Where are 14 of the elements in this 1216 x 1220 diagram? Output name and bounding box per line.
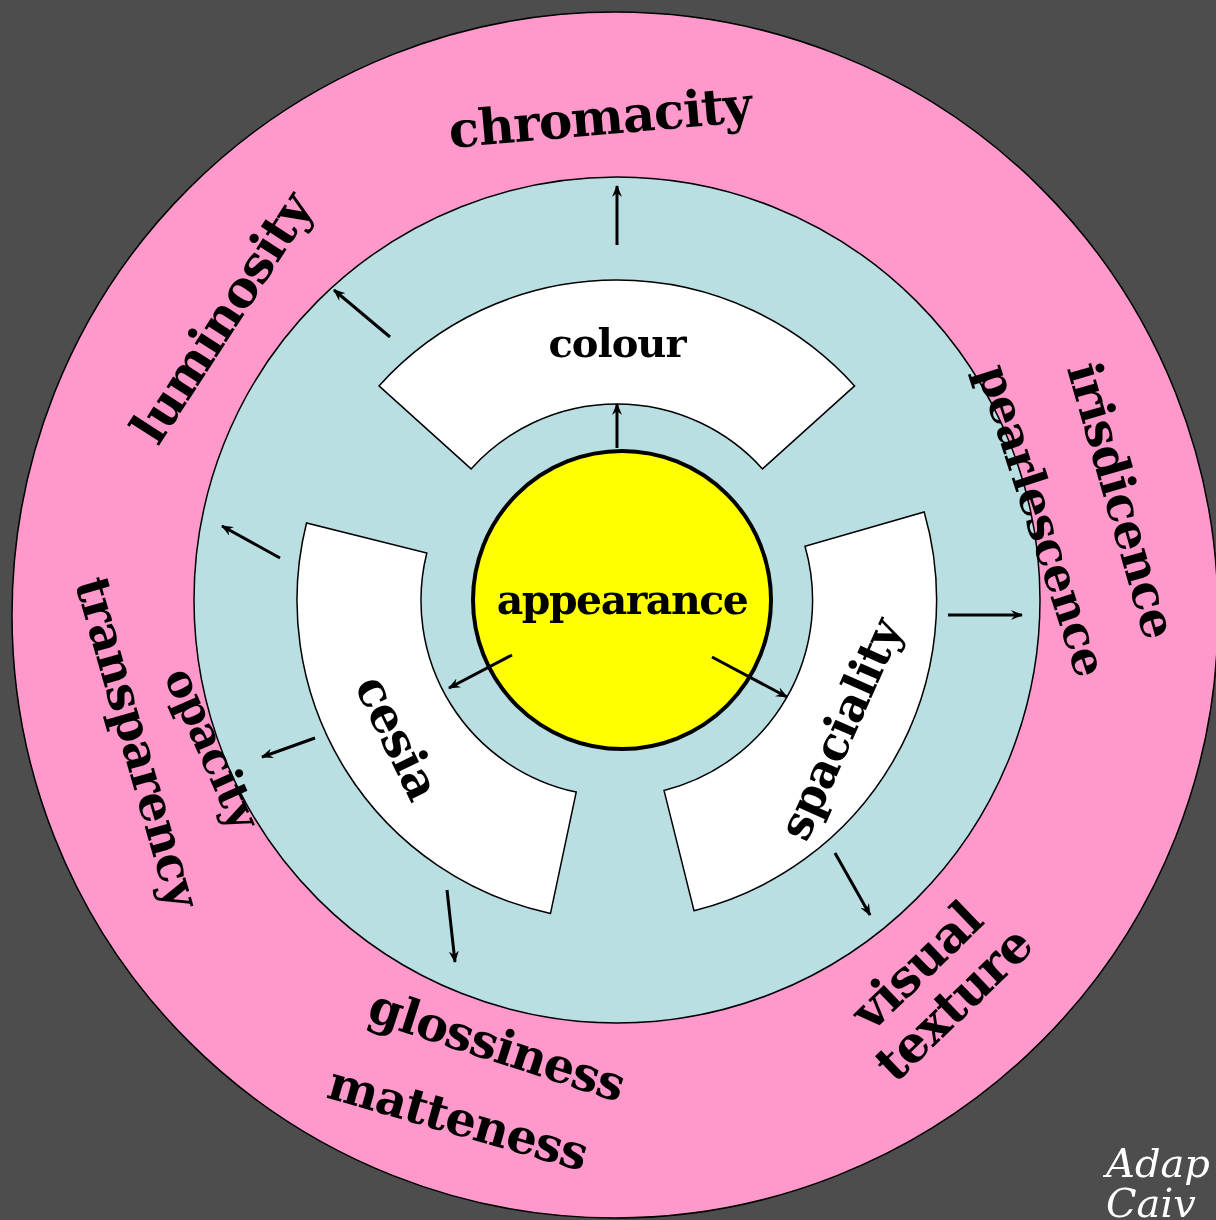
attribute-label: chromacity: [446, 78, 754, 158]
arrow: [448, 653, 513, 690]
arrow: [612, 403, 622, 448]
center-label: appearance: [496, 576, 748, 624]
arrow: [711, 655, 788, 699]
arrow: [833, 852, 872, 916]
arrow: [221, 524, 281, 560]
arrow: [333, 288, 391, 339]
sector-label: colour: [548, 318, 686, 366]
arrow: [445, 889, 459, 963]
arrow: [612, 185, 622, 245]
sector-label: cesia: [344, 665, 453, 808]
arrow: [261, 736, 316, 759]
arrow: [948, 610, 1023, 620]
